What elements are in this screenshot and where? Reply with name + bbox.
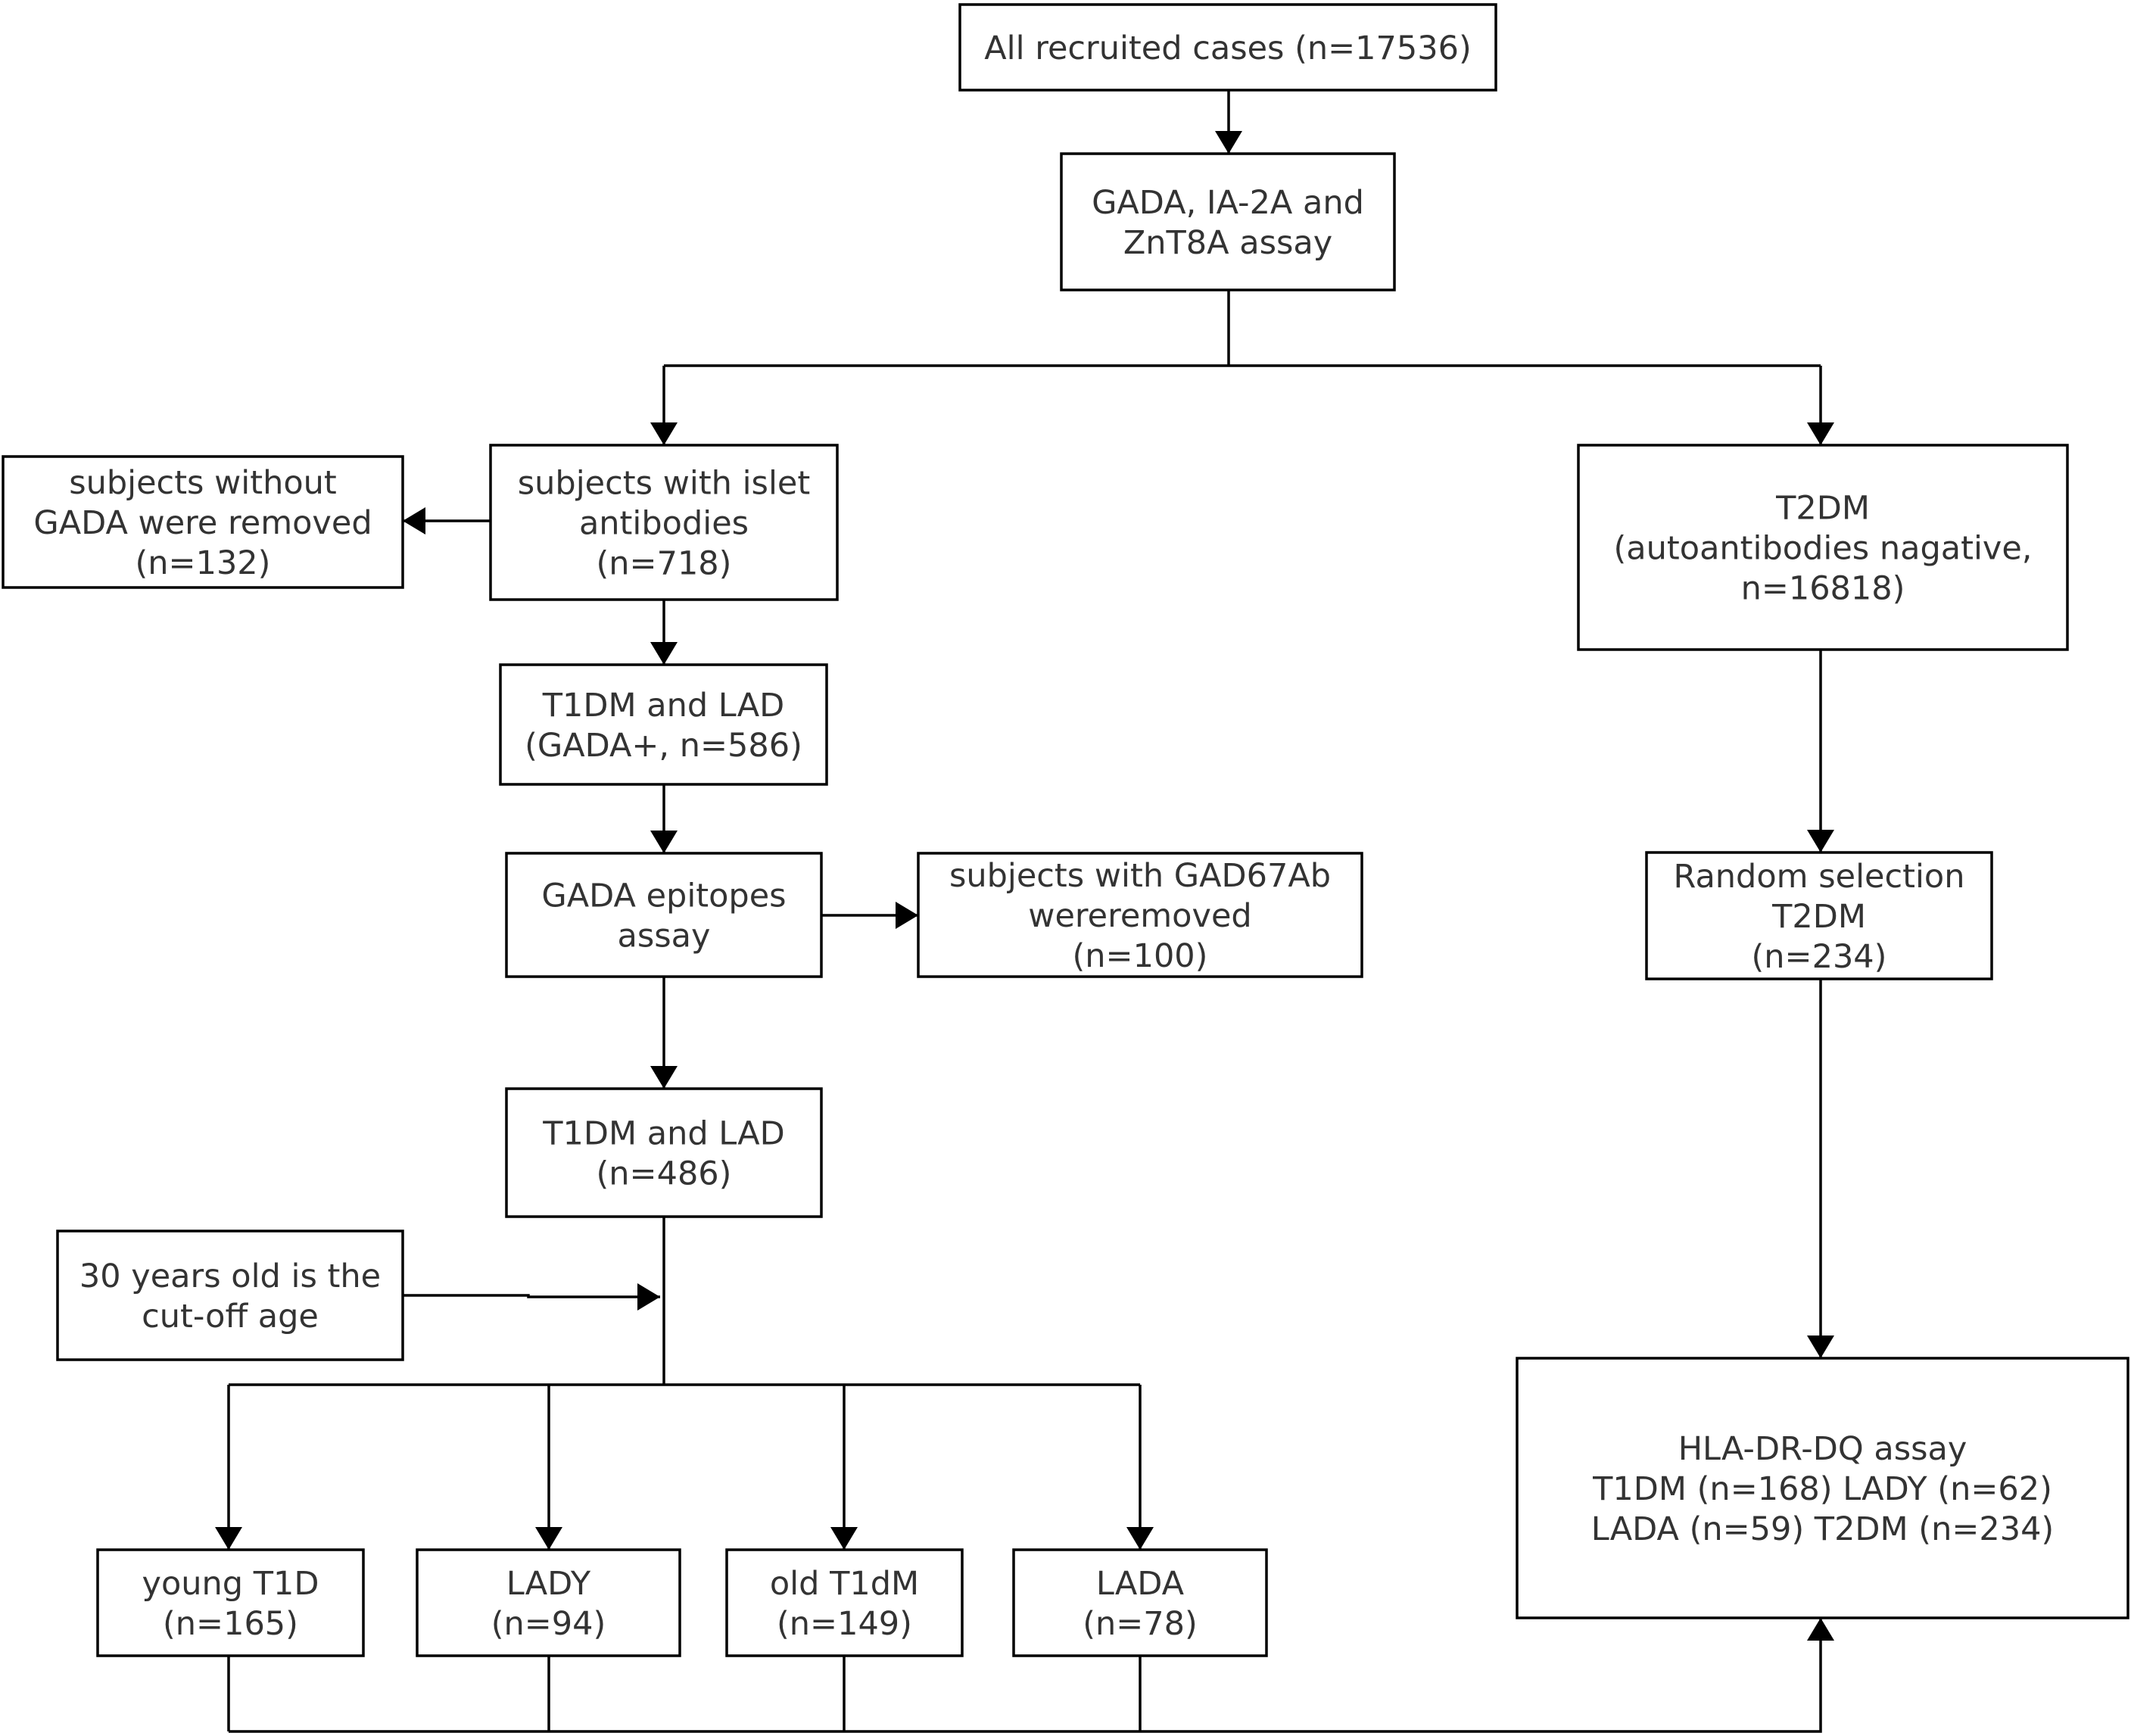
box-t1dm-and-lad-586: T1DM and LAD(GADA+, n=586) [499, 663, 828, 786]
box-hla-dr-dq-assay-frame [1516, 1357, 2129, 1619]
box-t1dm-and-lad-586-text-line: T1DM and LAD [542, 687, 785, 725]
box-lada: LADA(n=78) [1012, 1548, 1268, 1657]
box-young-t1d-text-line: (n=165) [163, 1605, 298, 1643]
box-random-selection-t2dm-text-line: (n=234) [1752, 938, 1887, 976]
box-gada-epitopes-assay-text-line: assay [618, 917, 711, 955]
box-old-t1dm-text-line: (n=149) [777, 1605, 912, 1643]
flowchart-boxes: All recruited cases (n=17536) GADA, IA-2A… [2, 3, 2129, 1657]
box-young-t1d-text-line: young T1D [142, 1565, 319, 1603]
box-hla-dr-dq-assay-text-line: LADA (n=59) T2DM (n=234) [1591, 1510, 2054, 1548]
box-t1dm-and-lad-586-text-line: (GADA+, n=586) [525, 727, 802, 765]
box-random-selection-t2dm-text-line: T2DM [1771, 898, 1866, 936]
box-hla-dr-dq-assay-text-line: T1DM (n=168) LADY (n=62) [1592, 1470, 2052, 1508]
box-subjects-with-islet-antibodies-text-line: (n=718) [597, 544, 732, 582]
box-lady-text-line: LADY [506, 1565, 591, 1603]
box-lada-frame [1012, 1548, 1268, 1657]
box-t1dm-and-lad-486-frame [505, 1087, 823, 1218]
box-all-recruited-cases-text-line: All recruited cases (n=17536) [984, 30, 1472, 67]
box-old-t1dm-frame [725, 1548, 964, 1657]
box-t2dm-autoantibodies-negative-text-line: n=16818) [1741, 569, 1905, 607]
box-subjects-without-gada-removed-frame [2, 455, 404, 589]
box-t1dm-and-lad-586-frame [499, 663, 828, 786]
box-old-t1dm: old T1dM(n=149) [725, 1548, 964, 1657]
box-subjects-without-gada-removed-text-line: subjects without [69, 464, 337, 502]
box-gada-epitopes-assay-text-line: GADA epitopes [541, 877, 786, 915]
box-lady-frame [416, 1548, 681, 1657]
line-assay-split [664, 290, 1821, 367]
box-gada-epitopes-assay-frame [505, 852, 823, 978]
box-young-t1d-frame [96, 1548, 365, 1657]
box-cutoff-age-text-line: cut-off age [142, 1298, 319, 1336]
box-subjects-with-gad67ab-removed-frame [917, 852, 1363, 978]
box-subjects-with-gad67ab-removed-text-line: subjects with GAD67Ab [949, 857, 1331, 895]
box-lada-text-line: (n=78) [1083, 1605, 1198, 1643]
box-antibody-assay-frame [1060, 152, 1396, 291]
box-subjects-with-gad67ab-removed-text-line: (n=100) [1073, 937, 1208, 975]
box-lady: LADY(n=94) [416, 1548, 681, 1657]
box-t2dm-autoantibodies-negative-frame [1577, 444, 2069, 651]
box-all-recruited-cases-frame [958, 3, 1497, 92]
box-all-recruited-cases: All recruited cases (n=17536) [958, 3, 1497, 92]
box-t2dm-autoantibodies-negative: T2DM(autoantibodies nagative,n=16818) [1577, 444, 2069, 651]
box-hla-dr-dq-assay-text-line: HLA-DR-DQ assay [1678, 1430, 1967, 1468]
box-t1dm-and-lad-486-text-line: T1DM and LAD [542, 1114, 785, 1152]
box-antibody-assay-text-line: ZnT8A assay [1123, 224, 1332, 262]
box-subjects-without-gada-removed-text-line: (n=132) [136, 544, 271, 582]
arrow-cutoff-to-trunk [403, 1283, 660, 1311]
box-random-selection-t2dm-text-line: Random selection [1674, 858, 1965, 896]
box-subjects-with-gad67ab-removed-text-line: wereremoved [1028, 897, 1251, 935]
box-t1dm-and-lad-486: T1DM and LAD(n=486) [505, 1087, 823, 1218]
box-t1dm-and-lad-486-text-line: (n=486) [597, 1155, 732, 1192]
box-subjects-with-islet-antibodies-text-line: subjects with islet [518, 464, 810, 502]
box-subjects-with-islet-antibodies-frame [489, 444, 839, 601]
connectors [215, 90, 1834, 1733]
box-young-t1d: young T1D(n=165) [96, 1548, 365, 1657]
box-subjects-with-islet-antibodies-text-line: antibodies [579, 504, 749, 542]
box-lady-text-line: (n=94) [491, 1605, 606, 1643]
box-random-selection-t2dm-frame [1645, 851, 1993, 980]
box-t2dm-autoantibodies-negative-text-line: T2DM [1775, 489, 1870, 527]
box-subjects-without-gada-removed-text-line: GADA were removed [33, 504, 372, 542]
box-cutoff-age-frame [56, 1230, 404, 1361]
box-t2dm-autoantibodies-negative-text-line: (autoantibodies nagative, [1614, 529, 2033, 567]
box-old-t1dm-text-line: old T1dM [770, 1565, 919, 1603]
arrow-groups-to-hla [229, 1618, 1834, 1733]
box-antibody-assay-text-line: GADA, IA-2A and [1092, 184, 1364, 222]
box-cutoff-age-text-line: 30 years old is the [79, 1258, 381, 1295]
box-lada-text-line: LADA [1096, 1565, 1185, 1603]
